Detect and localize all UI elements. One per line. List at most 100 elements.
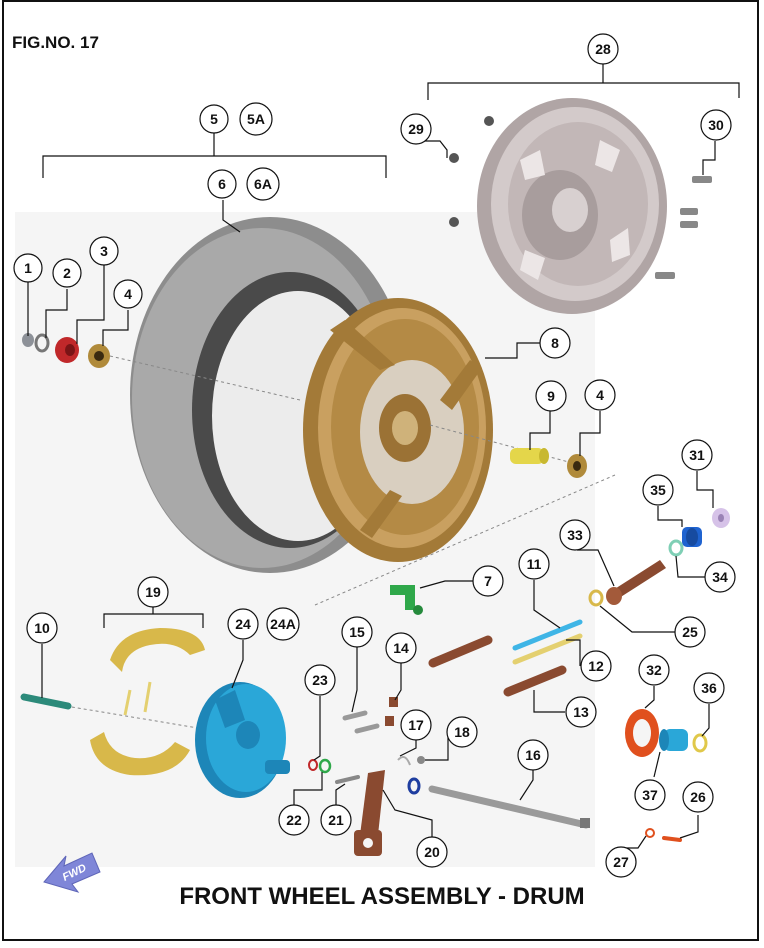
bracket-28 xyxy=(427,82,740,100)
svg-text:20: 20 xyxy=(424,844,440,860)
green-elbow-7 xyxy=(390,585,423,615)
gold-rim xyxy=(303,298,493,562)
svg-text:1: 1 xyxy=(24,260,32,276)
callout-31: 31 xyxy=(681,439,713,471)
cap-37 xyxy=(659,729,688,751)
brake-shoes-19 xyxy=(90,628,205,776)
worm-gear-33 xyxy=(606,560,666,605)
svg-text:17: 17 xyxy=(408,717,424,733)
svg-text:12: 12 xyxy=(588,658,604,674)
callout-6: 6 xyxy=(207,169,237,199)
brake-plate-24 xyxy=(195,682,290,798)
svg-text:18: 18 xyxy=(454,724,470,740)
callout-11: 11 xyxy=(518,548,550,580)
svg-text:28: 28 xyxy=(595,41,611,57)
callout-24a: 24A xyxy=(266,607,300,641)
callout-28: 28 xyxy=(587,33,619,65)
svg-text:27: 27 xyxy=(613,854,629,870)
washer-36 xyxy=(692,733,708,753)
callout-36: 36 xyxy=(693,672,725,704)
callout-25: 25 xyxy=(674,616,706,648)
washer-1 xyxy=(22,333,34,347)
axle-line-lower xyxy=(314,474,616,606)
leader-lines xyxy=(27,140,716,852)
fwd-arrow: FWD xyxy=(43,852,101,893)
svg-text:26: 26 xyxy=(690,789,706,805)
washer-18 xyxy=(417,756,425,764)
bolts-15 xyxy=(342,710,380,734)
svg-text:4: 4 xyxy=(124,286,132,302)
svg-text:13: 13 xyxy=(573,704,589,720)
svg-text:16: 16 xyxy=(525,747,541,763)
callout-29: 29 xyxy=(400,113,432,145)
callout-21: 21 xyxy=(320,804,352,836)
svg-text:4: 4 xyxy=(596,387,604,403)
svg-text:25: 25 xyxy=(682,624,698,640)
svg-text:24: 24 xyxy=(235,616,251,632)
washer-27 xyxy=(645,828,655,838)
oring-blue xyxy=(407,777,421,795)
callout-18: 18 xyxy=(446,716,478,748)
callout-14: 14 xyxy=(385,632,417,664)
callout-20: 20 xyxy=(416,836,448,868)
svg-text:37: 37 xyxy=(642,787,658,803)
spring-17 xyxy=(397,755,411,766)
callout-5a: 5A xyxy=(239,102,273,136)
callout-27: 27 xyxy=(605,846,637,878)
svg-text:9: 9 xyxy=(547,388,555,404)
svg-text:29: 29 xyxy=(408,121,424,137)
washer-2 xyxy=(34,333,50,353)
svg-text:7: 7 xyxy=(484,573,492,589)
callout-30: 30 xyxy=(700,109,732,141)
callout-33: 33 xyxy=(559,519,591,551)
callout-22: 22 xyxy=(278,804,310,836)
wheel-weights xyxy=(449,116,494,227)
callout-19: 19 xyxy=(137,576,169,608)
callout-13: 13 xyxy=(565,696,597,728)
svg-text:31: 31 xyxy=(689,447,705,463)
svg-text:2: 2 xyxy=(63,265,71,281)
svg-text:15: 15 xyxy=(349,624,365,640)
callout-4-left: 4 xyxy=(113,279,143,309)
bearing-4-left xyxy=(88,344,110,368)
callout-9: 9 xyxy=(535,380,567,412)
silver-rim xyxy=(477,98,667,314)
callout-7: 7 xyxy=(472,565,504,597)
svg-text:23: 23 xyxy=(312,672,328,688)
svg-text:21: 21 xyxy=(328,812,344,828)
rod-11 xyxy=(512,619,583,651)
callout-16: 16 xyxy=(517,739,549,771)
callout-26: 26 xyxy=(682,781,714,813)
callout-1: 1 xyxy=(13,253,43,283)
callout-12: 12 xyxy=(580,650,612,682)
svg-text:35: 35 xyxy=(650,482,666,498)
svg-text:30: 30 xyxy=(708,117,724,133)
callout-17: 17 xyxy=(400,709,432,741)
bearing-4-right xyxy=(567,454,587,478)
callout-5: 5 xyxy=(199,104,229,134)
pin-13 xyxy=(503,665,567,697)
svg-text:24A: 24A xyxy=(270,616,296,632)
callout-37: 37 xyxy=(634,779,666,811)
seal-32 xyxy=(625,709,659,757)
lever-20 xyxy=(354,770,385,856)
svg-text:19: 19 xyxy=(145,584,161,600)
svg-text:8: 8 xyxy=(551,335,559,351)
callout-32: 32 xyxy=(638,654,670,686)
callout-6a: 6A xyxy=(246,167,280,201)
axle-line-left xyxy=(109,355,301,401)
callout-10: 10 xyxy=(26,612,58,644)
callout-3: 3 xyxy=(89,236,119,266)
callout-24: 24 xyxy=(227,608,259,640)
oring-23 xyxy=(308,759,318,771)
svg-text:14: 14 xyxy=(393,640,409,656)
svg-text:3: 3 xyxy=(100,243,108,259)
axle-line-brake xyxy=(59,704,211,731)
nuts-14 xyxy=(385,697,398,726)
axle-line-right xyxy=(429,424,581,466)
svg-text:11: 11 xyxy=(527,556,542,572)
oring-22 xyxy=(318,758,332,774)
rim-bolts xyxy=(655,176,712,279)
svg-text:36: 36 xyxy=(701,680,717,696)
